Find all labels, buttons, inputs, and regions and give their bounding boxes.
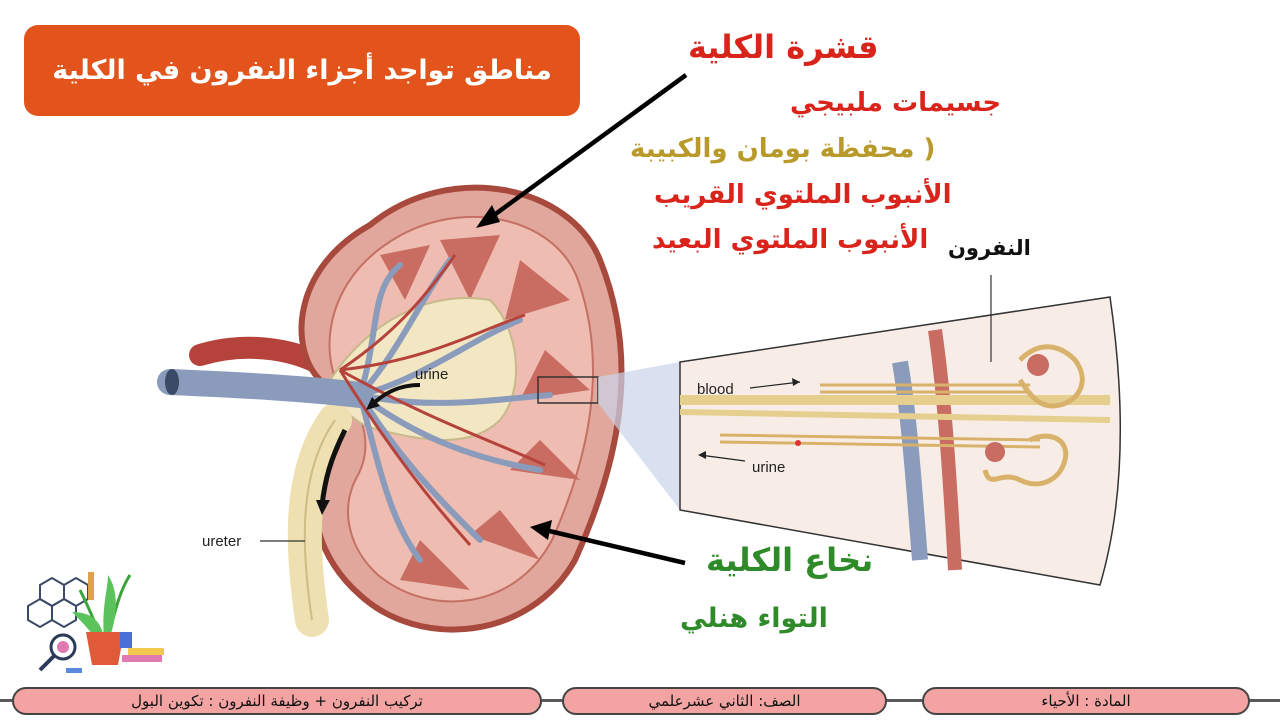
henle-label: التواء هنلي (680, 603, 828, 634)
cortex-label: قشرة الكلية (688, 28, 879, 66)
dct-label: الأنبوب الملتوي البعيد (652, 225, 929, 255)
nephron-label: النفرون (948, 236, 1031, 260)
nephron-inset: blood urine (679, 296, 1121, 586)
bowman-label: ( محفظة بومان والكبيبة (630, 134, 936, 164)
ureter-label: ureter (202, 533, 241, 550)
urine-label-inset: urine (752, 459, 785, 476)
pct-label: الأنبوب الملتوي القريب (654, 180, 952, 210)
urine-label-main: urine (415, 366, 448, 383)
footer-lesson: تركيب النفرون + وظيفة النفرون : تكوين ال… (12, 687, 542, 715)
medulla-label: نخاع الكلية (706, 541, 874, 579)
slide-title: مناطق تواجد أجزاء النفرون في الكلية (24, 25, 580, 116)
footer-subject: المادة : الأحياء (922, 687, 1250, 715)
logo-plant-molecule-icon (27, 572, 164, 673)
blood-label: blood (697, 381, 734, 398)
footer-grade: الصف: الثاني عشرعلمي (562, 687, 887, 715)
malpighian-label: جسيمات ملبيجي (790, 88, 1002, 118)
